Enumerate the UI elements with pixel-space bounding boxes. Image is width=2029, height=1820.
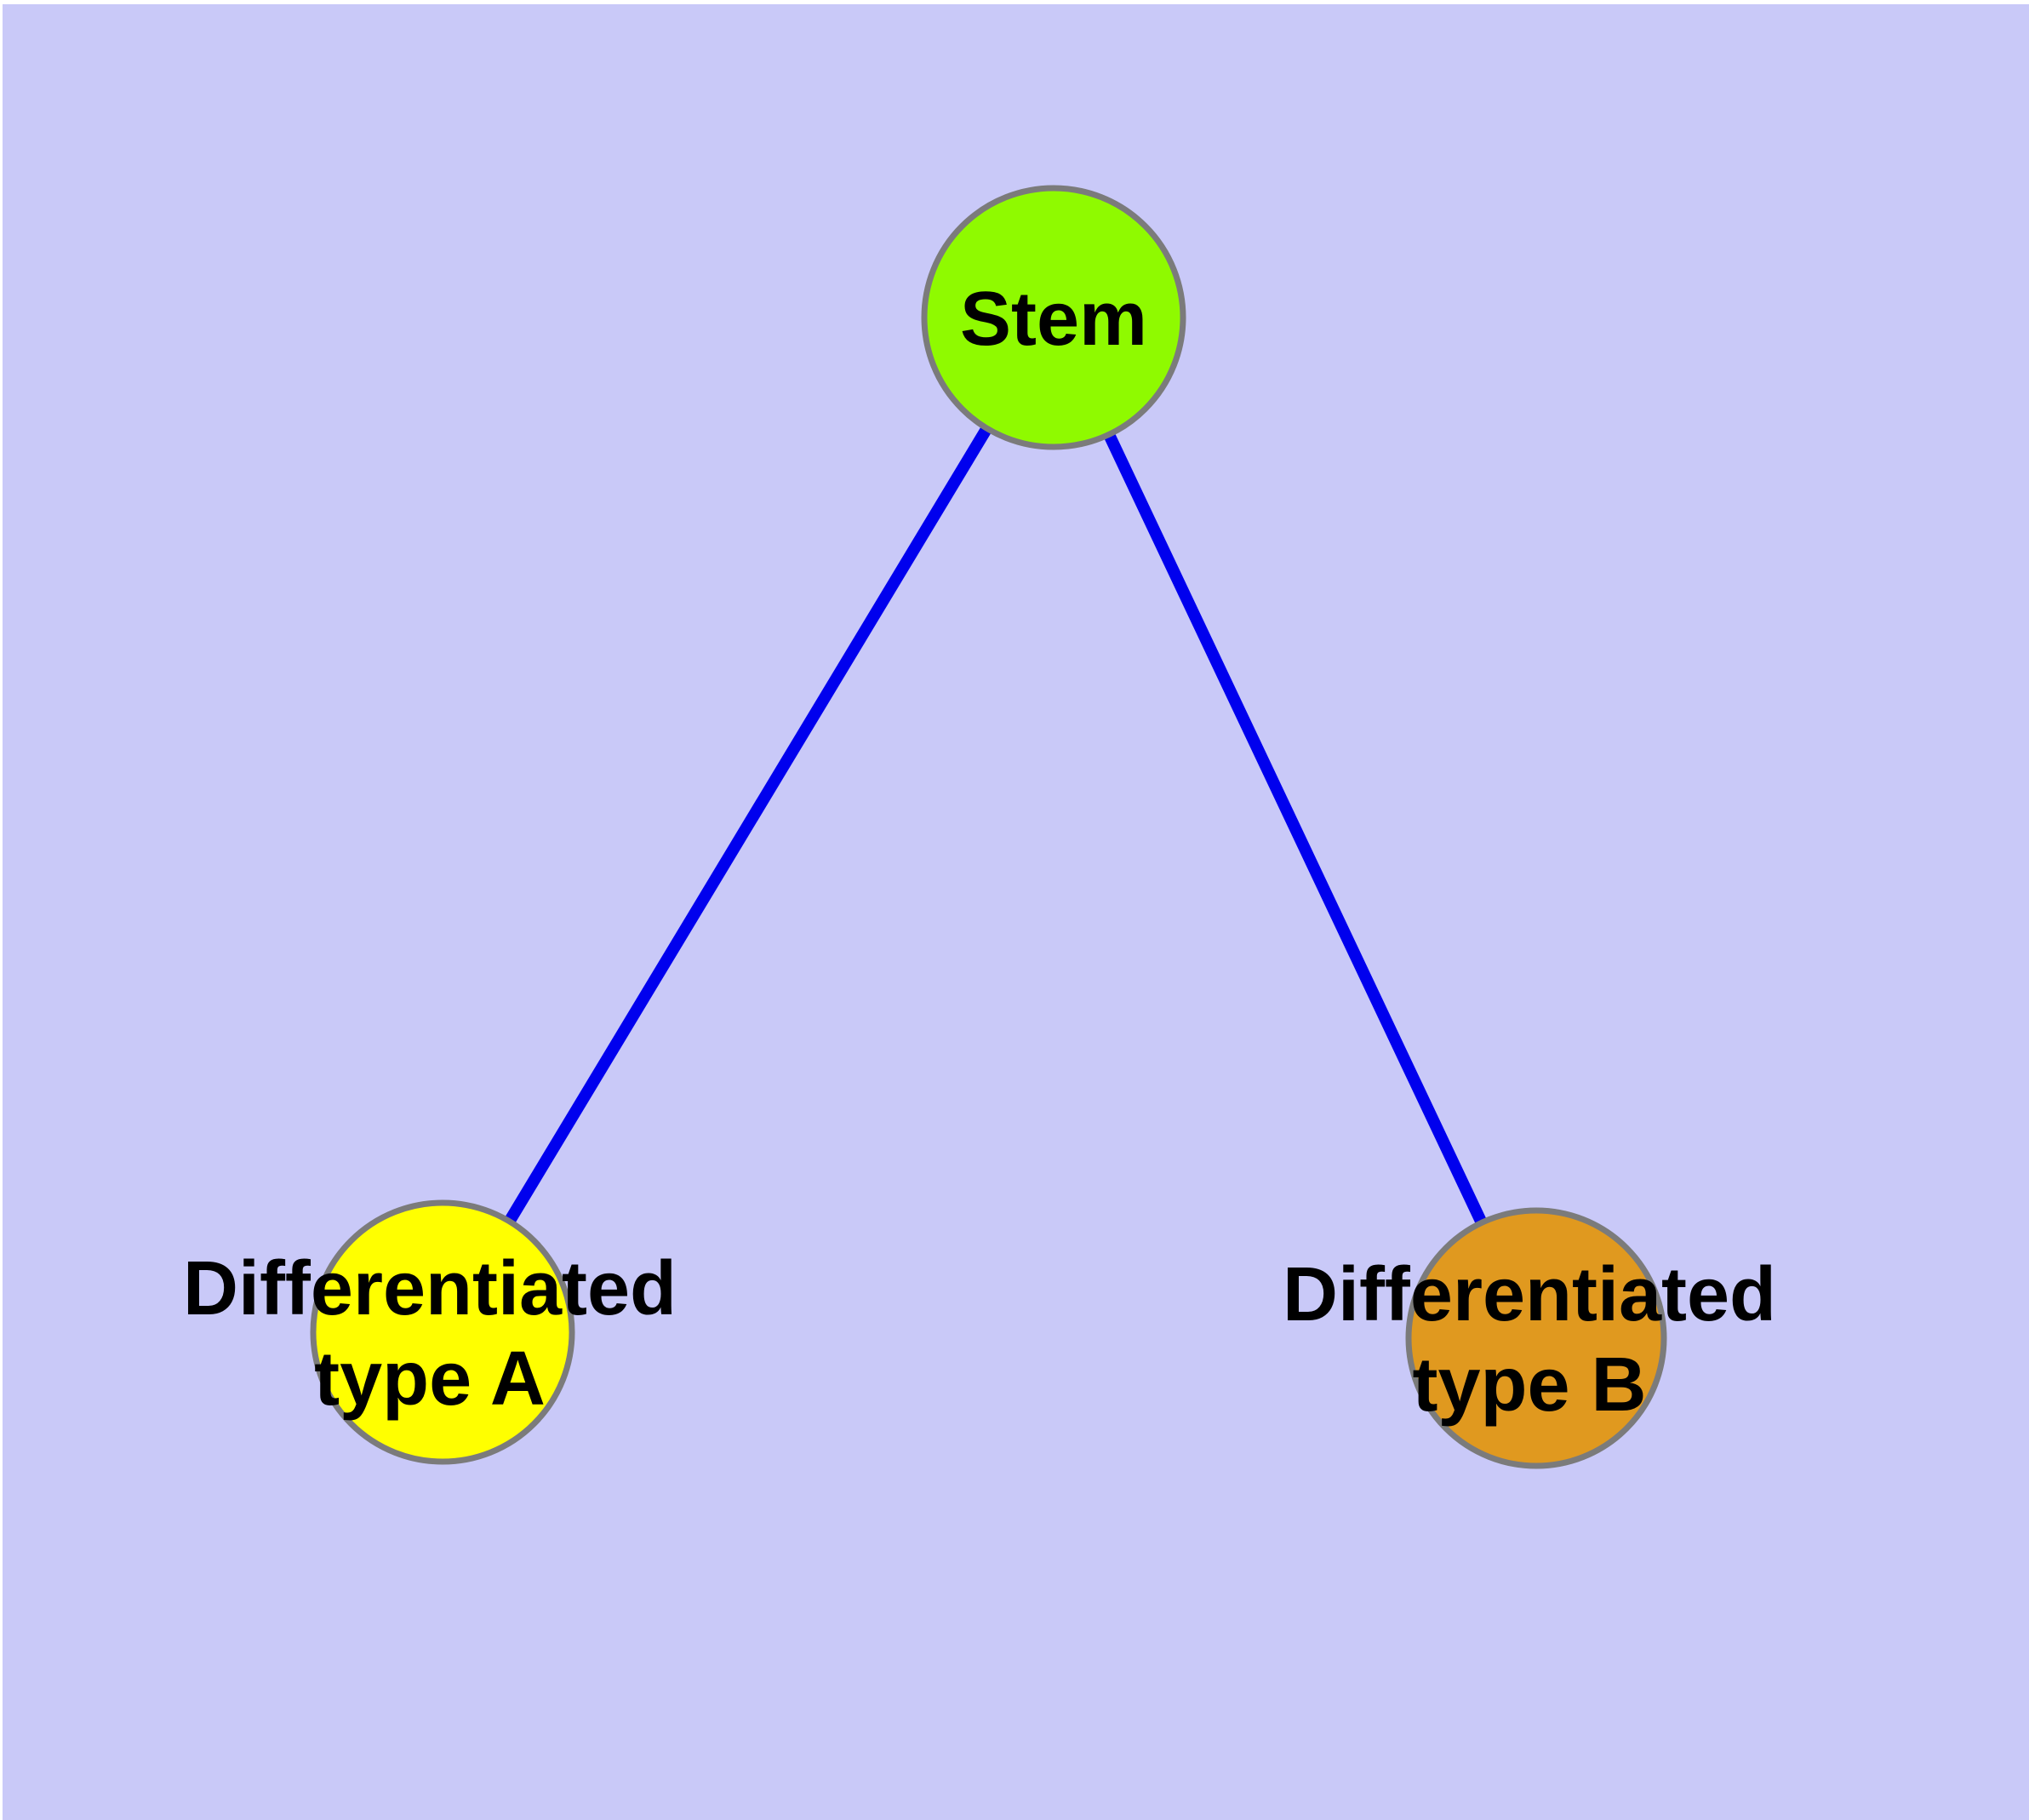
edge-stem-to-type-a	[437, 314, 1059, 1336]
node-layer: Stem Differentiated type A Differentiate…	[183, 185, 1776, 1469]
node-stem-label: Stem	[960, 277, 1147, 362]
node-type-b-label-line1: Differentiated	[1283, 1252, 1776, 1337]
node-type-b-circle	[1405, 1207, 1667, 1469]
edge-stem-to-type-b	[1048, 315, 1542, 1341]
node-type-a-circle	[310, 1199, 575, 1465]
node-differentiated-type-a: Differentiated type A	[183, 1199, 677, 1465]
node-type-a-label-line2: type A	[314, 1336, 546, 1422]
node-stem: Stem	[921, 185, 1186, 450]
edge-layer	[437, 314, 1542, 1341]
node-differentiated-type-b: Differentiated type B	[1283, 1207, 1776, 1469]
node-stem-circle	[921, 185, 1186, 450]
node-type-b-label-line2: type B	[1412, 1342, 1646, 1428]
node-type-a-label-line1: Differentiated	[183, 1246, 677, 1331]
